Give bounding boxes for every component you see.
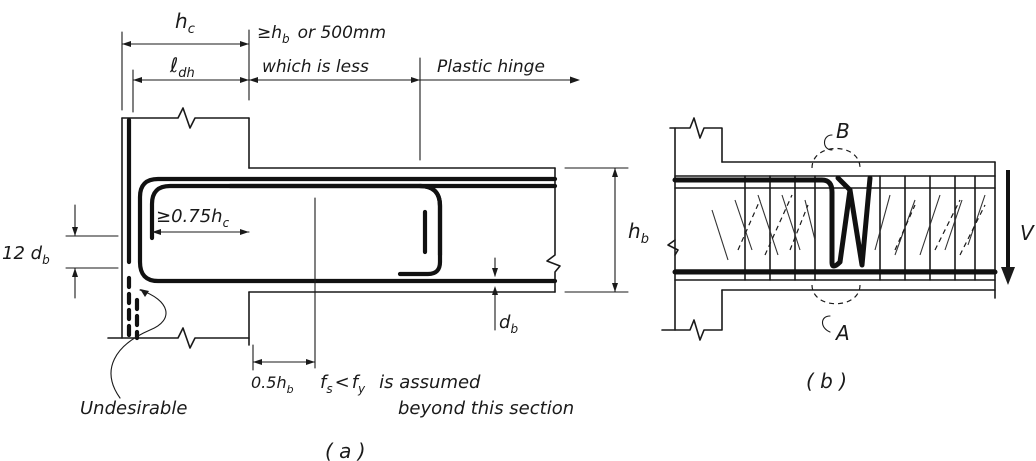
twelve-db-dimension xyxy=(65,204,119,299)
which-is-less-label: which is less xyxy=(262,57,369,77)
column-outline xyxy=(107,107,250,349)
db-dimension xyxy=(492,257,498,331)
panel-b: B A V ( b ) xyxy=(661,117,1035,393)
hook-extension-label: ≥0.75hc xyxy=(156,206,230,230)
label-A: A xyxy=(834,321,850,345)
twelve-db-label: 12 db xyxy=(2,243,50,267)
caption-b: ( b ) xyxy=(806,369,847,393)
zone-B-outline xyxy=(811,147,861,169)
compression-struts xyxy=(737,194,986,256)
beam-reinforcement xyxy=(137,176,558,284)
beyond-section-label: beyond this section xyxy=(398,398,574,419)
half-hb-label: 0.5hb xyxy=(251,373,294,396)
cracks xyxy=(711,194,986,261)
db-label: db xyxy=(499,312,518,336)
beam-outline xyxy=(248,167,561,293)
undesirable-label: Undesirable xyxy=(80,398,187,419)
column-outline-b xyxy=(661,117,723,341)
undesirable-pointer xyxy=(110,289,167,399)
kinked-bar xyxy=(835,175,873,268)
label-B: B xyxy=(836,119,850,143)
top-dimensions xyxy=(121,29,580,161)
plastic-hinge-label: Plastic hinge xyxy=(437,57,545,77)
beam-top-bar-b xyxy=(672,177,853,269)
ldh-label: ℓdh xyxy=(169,53,195,81)
shear-label: V xyxy=(1020,221,1035,245)
hc-label: hc xyxy=(175,9,195,37)
hb-dimension xyxy=(564,167,629,293)
caption-a: ( a ) xyxy=(325,439,366,461)
zone-A-outline xyxy=(811,284,861,305)
hb-label: hb xyxy=(628,219,649,247)
